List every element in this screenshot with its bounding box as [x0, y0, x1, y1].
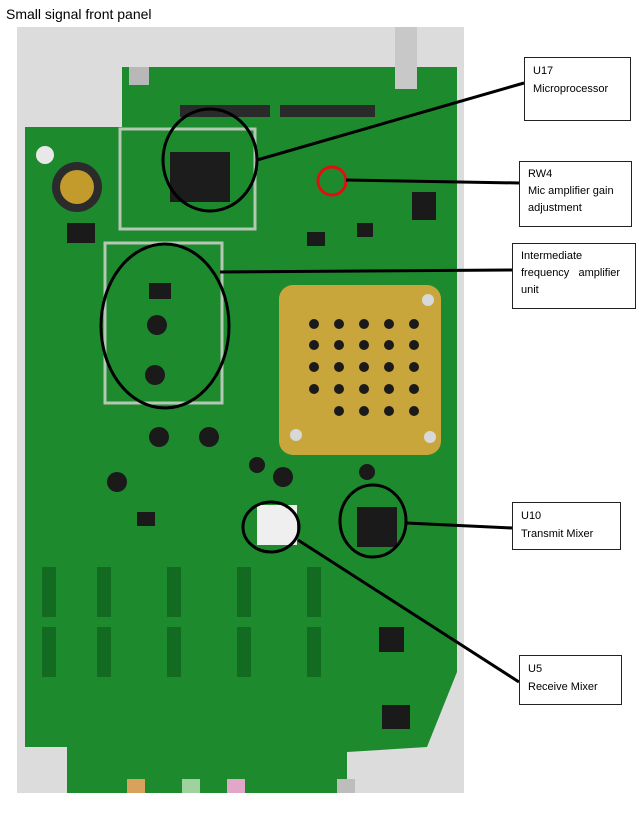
callout-u5-ref: U5 — [528, 663, 543, 675]
pcb-photo — [17, 27, 464, 793]
callout-if-line-2: frequency amplifier — [521, 267, 621, 279]
callout-if-amplifier: Intermediate frequency amplifier unit — [512, 243, 636, 309]
callout-u17-ref: U17 — [533, 65, 554, 77]
callout-rw4-desc-2: adjustment — [528, 202, 582, 214]
callout-if-line-1: Intermediate — [521, 250, 583, 262]
callout-rw4: RW4 Mic amplifier gain adjustment — [519, 161, 632, 227]
callout-u5-desc: Receive Mixer — [528, 681, 598, 693]
callout-u17-desc: Microprocessor — [533, 83, 609, 95]
callout-if-line-3: unit — [521, 284, 539, 296]
callout-u5: U5 Receive Mixer — [519, 655, 622, 705]
pcb-board-image — [25, 27, 457, 793]
callout-u10: U10 Transmit Mixer — [512, 502, 621, 550]
callout-u17: U17 Microprocessor — [524, 57, 631, 121]
callout-u10-desc: Transmit Mixer — [521, 528, 594, 540]
page-title: Small signal front panel — [6, 6, 152, 22]
callout-rw4-desc-1: Mic amplifier gain — [528, 185, 614, 197]
callout-rw4-ref: RW4 — [528, 168, 553, 180]
callout-u10-ref: U10 — [521, 510, 542, 522]
